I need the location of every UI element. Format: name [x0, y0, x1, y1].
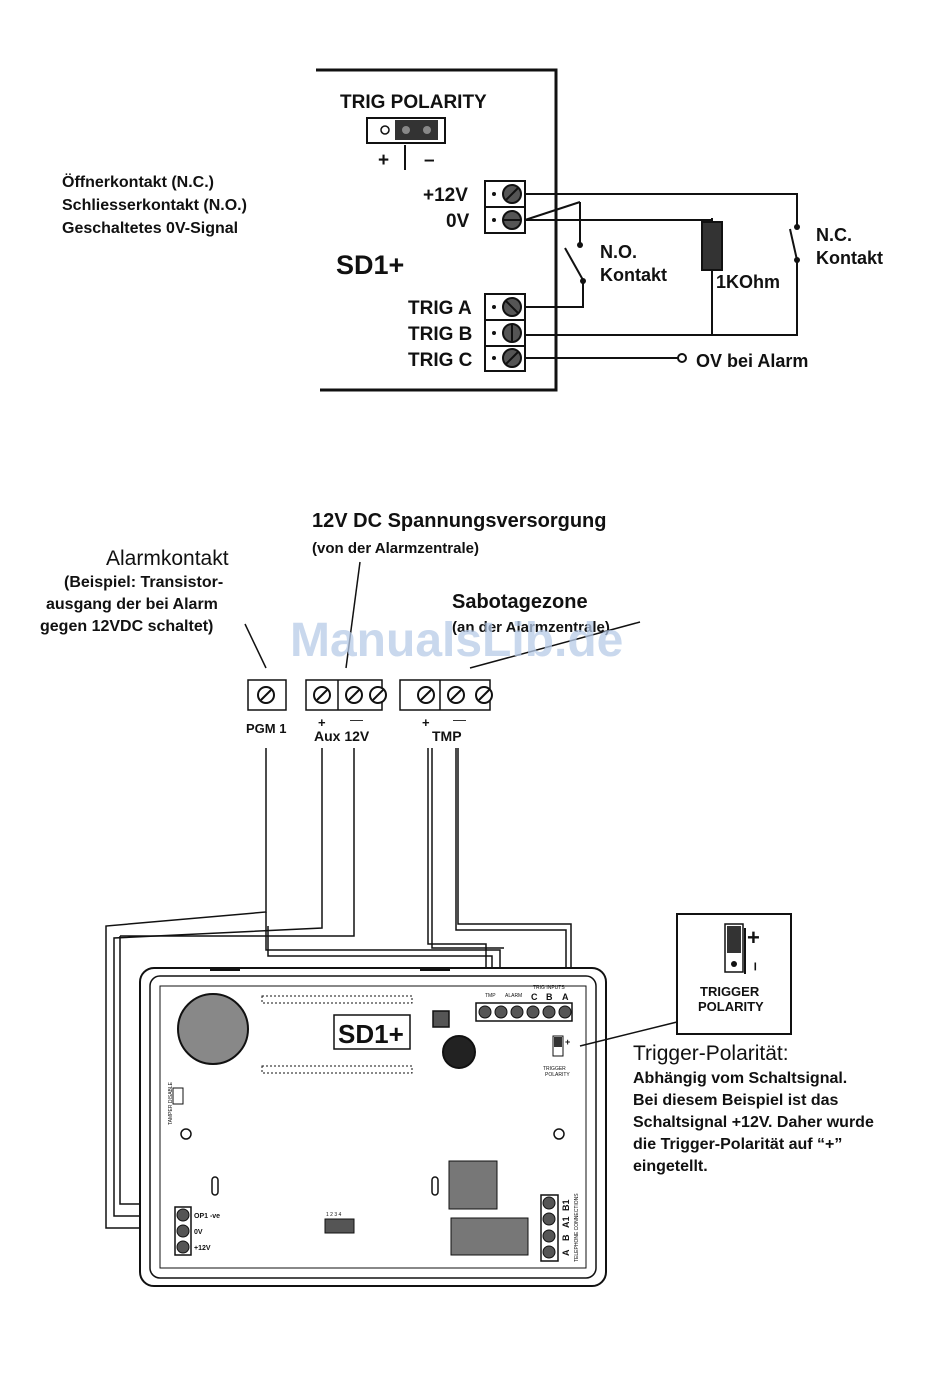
note-line-2: Bei diesem Beispiel ist das: [633, 1092, 839, 1109]
panel-label-pgm: PGM 1: [246, 721, 286, 736]
terminal-block-trig: [484, 293, 526, 372]
panel-terminal-strip-right: [399, 679, 493, 711]
tamper-subtitle: (an der Alarmzentrale): [452, 619, 610, 636]
polarity-plus-label: +: [378, 150, 389, 171]
note-line-4: die Trigger-Polarität auf “+”: [633, 1136, 842, 1153]
svg-text:+: +: [565, 1037, 570, 1047]
board-trigger-small-2: POLARITY: [545, 1072, 570, 1078]
board-trigger-small-1: TRIGGER: [543, 1066, 566, 1072]
panel-label-aux: Aux 12V: [314, 728, 370, 744]
inset-label-2: POLARITY: [698, 999, 764, 1014]
terminal-trig-b-label: TRIG B: [408, 324, 472, 345]
note-line-5: eingetellt.: [633, 1158, 708, 1175]
panel-label-aux-minus: —: [350, 712, 363, 727]
trig-polarity-jumper: [366, 117, 446, 170]
psu-title: 12V DC Spannungsversorgung: [312, 510, 607, 532]
alarm-output-label: OV bei Alarm: [696, 351, 808, 371]
no-contact-label-2: Kontakt: [600, 265, 667, 285]
legend-nc: Öffnerkontakt (N.C.): [62, 172, 214, 191]
note-line-1: Abhängig vom Schaltsignal.: [633, 1070, 847, 1087]
no-contact-label-1: N.O.: [600, 242, 637, 262]
svg-text:1 2 3 4: 1 2 3 4: [326, 1212, 342, 1218]
board-power-terminals: [174, 1206, 192, 1256]
nc-contact-label-2: Kontakt: [816, 248, 883, 268]
panel-terminal-strip-left: [247, 679, 387, 711]
board-trig-c: C: [531, 992, 538, 1002]
alarm-contact-title: Alarmkontakt: [106, 547, 229, 570]
resistor-symbol: [701, 221, 723, 271]
panel-label-tmp: TMP: [432, 728, 462, 744]
trig-polarity-label: TRIG POLARITY: [340, 92, 487, 113]
terminal-0v-label: 0V: [446, 211, 470, 232]
board-trig-b: B: [546, 992, 553, 1002]
nc-contact-label-1: N.C.: [816, 225, 852, 245]
bottom-connection-diagram: 12V DC Spannungsversorgung (von der Alar…: [40, 510, 874, 1287]
board-label: SD1+: [338, 1019, 404, 1049]
board-side-b1: B1: [561, 1199, 571, 1211]
board-side-a1: A1: [561, 1216, 571, 1228]
terminal-trig-a-label: TRIG A: [408, 298, 472, 319]
board-sounder: [177, 993, 249, 1065]
panel-label-tmp-minus: —: [453, 712, 466, 727]
board-dip-switch: 1 2 3 4: [324, 1212, 355, 1234]
board-trig-header-alarm: ALARM: [505, 993, 522, 999]
trigger-polarity-inset: + – TRIGGER POLARITY: [676, 913, 792, 1035]
board-trig-sub: TRIG INPUTS: [533, 985, 565, 991]
watermark: ManualsLib.de: [290, 614, 623, 667]
alarm-contact-sub-2: ausgang der bei Alarm: [46, 596, 218, 613]
board-side-caption: TELEPHONE CONNECTIONS: [574, 1193, 580, 1262]
device-title: SD1+: [336, 250, 404, 280]
note-title: Trigger-Polarität:: [633, 1042, 789, 1065]
legend-no: Schliesserkontakt (N.O.): [62, 197, 247, 214]
alarm-contact-sub-1: (Beispiel: Transistor-: [64, 574, 223, 591]
panel-label-aux-plus: +: [318, 715, 326, 730]
resistor-label: 1KOhm: [716, 272, 780, 292]
board-side-b: B: [561, 1234, 571, 1241]
terminal-trig-c-label: TRIG C: [408, 350, 473, 371]
board-term-op1: OP1 -ve: [194, 1213, 220, 1220]
board-trig-a: A: [562, 992, 569, 1002]
legend-0v: Geschaltetes 0V-Signal: [62, 220, 238, 237]
inset-label-1: TRIGGER: [700, 984, 760, 999]
inset-minus: –: [747, 962, 764, 971]
panel-label-tmp-plus: +: [422, 715, 430, 730]
board-left-vertical: TAMPER DISABLE: [168, 1081, 174, 1125]
board-term-0v: 0V: [194, 1229, 203, 1236]
board-term-12v: +12V: [194, 1245, 211, 1252]
terminal-block-power: [484, 180, 526, 234]
polarity-minus-label: –: [424, 150, 435, 171]
terminal-12v-label: +12V: [423, 185, 468, 206]
alarm-output-terminal: [677, 353, 687, 363]
tamper-title: Sabotagezone: [452, 591, 588, 613]
board-side-a: A: [561, 1249, 571, 1256]
board-trig-header-tmp: TMP: [485, 993, 496, 999]
psu-subtitle: (von der Alarmzentrale): [312, 540, 479, 557]
inset-plus: +: [747, 925, 760, 950]
board-polarity-jumper: +: [552, 1035, 570, 1057]
board-trig-terminals: [475, 1002, 573, 1022]
board-telephone-terminals: [540, 1194, 559, 1262]
alarm-contact-sub-3: gegen 12VDC schaltet): [40, 618, 213, 635]
sd1-board: SD1+ TMP ALARM TRIG INPUTS C B A +: [139, 967, 607, 1287]
top-sd1-schematic: TRIG POLARITY + – Öffnerkontakt (N.C.) S…: [62, 68, 883, 392]
top-wiring: [524, 193, 798, 359]
note-line-3: Schaltsignal +12V. Daher wurde: [633, 1114, 874, 1131]
